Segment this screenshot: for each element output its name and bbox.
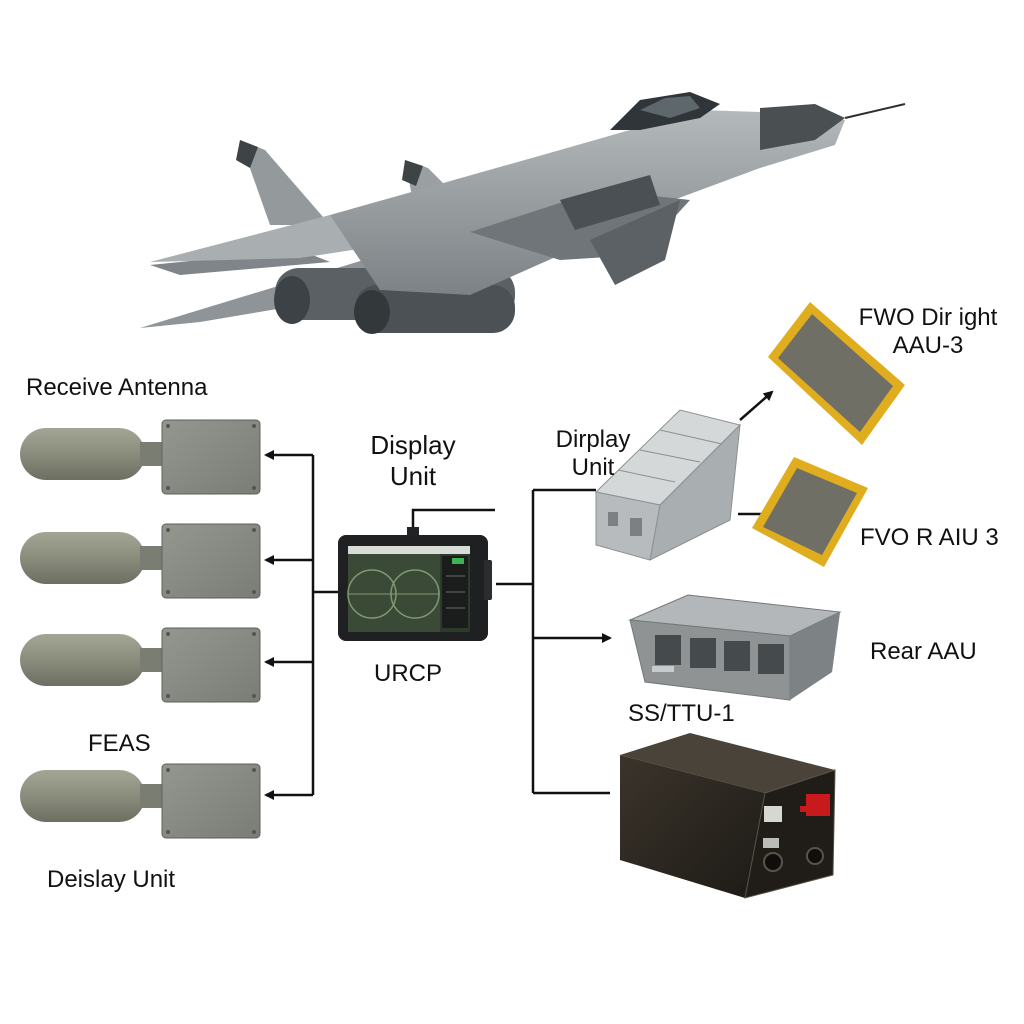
right-bus-connectors bbox=[496, 390, 784, 795]
antenna-assembly-4 bbox=[20, 763, 261, 839]
ss-ttu-label: SS/TTU-1 bbox=[628, 700, 735, 727]
tail-fin-left bbox=[240, 140, 330, 225]
display-unit-label-line1: Display bbox=[370, 430, 456, 460]
dirplay-unit-box bbox=[594, 409, 741, 561]
fwo-panel bbox=[768, 302, 905, 445]
fwo-dirigh-label: FWO Dir ight AAU-3 bbox=[848, 304, 1008, 361]
feas-label: FEAS bbox=[88, 730, 151, 757]
ss-ttu-black-box bbox=[620, 733, 836, 899]
fvor-aiu-label: FVO R AIU 3 bbox=[860, 524, 999, 551]
display-unit-label-line2: Unit bbox=[389, 460, 437, 491]
urcp-tablet bbox=[338, 508, 495, 641]
urcp-label: URCP bbox=[374, 660, 443, 687]
dirplay-unit-label-line1: Dirplay bbox=[555, 426, 631, 453]
deislay-unit-label: Deislay Unit bbox=[47, 866, 176, 893]
dirplay-unit-label-line2: Unit bbox=[571, 454, 615, 482]
dirplay-unit-label: Dirplay Unit bbox=[547, 426, 639, 483]
fwo-dirigh-label-line1: FWO Dir ight bbox=[858, 304, 998, 331]
fighter-aircraft-illustration bbox=[140, 92, 906, 334]
left-bus-connectors bbox=[264, 450, 340, 800]
rear-aau-label: Rear AAU bbox=[870, 638, 977, 665]
receive-antenna-label: Receive Antenna bbox=[26, 374, 208, 401]
antenna-assembly-1 bbox=[20, 419, 261, 495]
fwo-dirigh-label-line2: AAU-3 bbox=[892, 332, 964, 360]
antenna-assembly-3 bbox=[20, 627, 261, 703]
fvor-panel bbox=[752, 457, 868, 567]
receive-antenna-group bbox=[20, 419, 261, 839]
red-switch-icon bbox=[806, 794, 830, 816]
rear-aau-box bbox=[628, 594, 842, 701]
antenna-assembly-2 bbox=[20, 523, 261, 599]
display-unit-label: Display Unit bbox=[356, 430, 470, 491]
